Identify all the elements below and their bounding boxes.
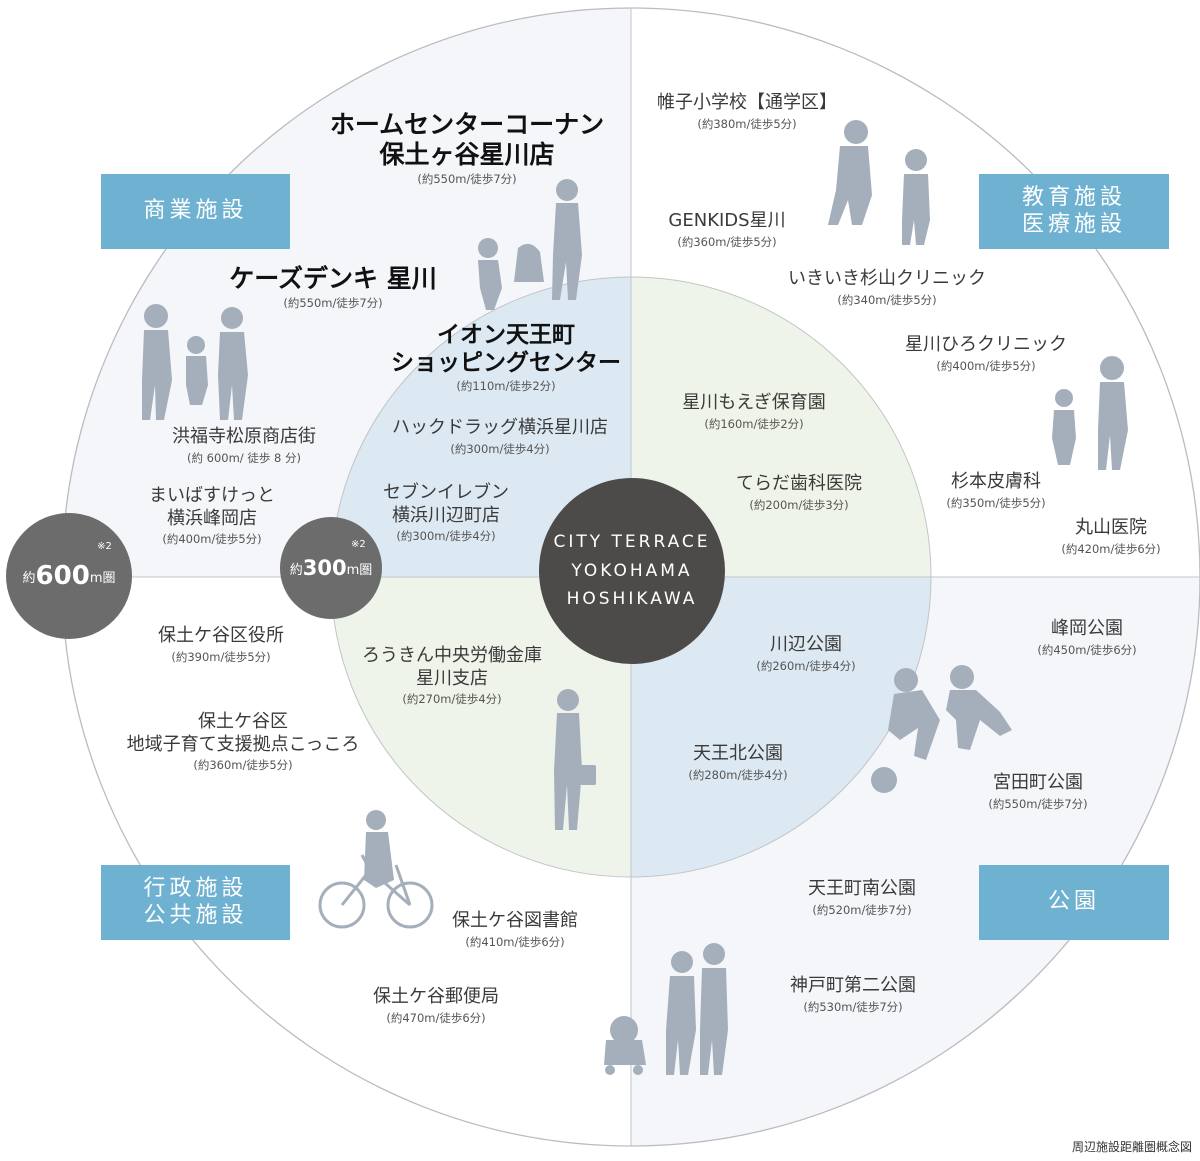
inner-zone bbox=[331, 277, 931, 877]
facility-mineoka-park: 峰岡公園 (約450m/徒歩6分) bbox=[1037, 618, 1137, 657]
diagram-caption: 周辺施設距離圏概念図 bbox=[1071, 1140, 1192, 1154]
bicycle-rider-icon bbox=[318, 854, 434, 929]
category-commercial: 商業施設 bbox=[101, 174, 290, 249]
facility-kofukuji: 洪福寺松原商店街 (約 600m/ 徒歩 8 分) bbox=[172, 426, 316, 465]
facility-miyata-park: 宮田町公園 (約550m/徒歩7分) bbox=[988, 772, 1088, 811]
facility-moegi-nursery: 星川もえぎ保育園 (約160m/徒歩2分) bbox=[682, 392, 826, 431]
facility-kokokoro: 保土ケ谷区 地域子育て支援拠点こっころ (約360m/徒歩5分) bbox=[126, 711, 360, 772]
soccer-kids-silhouette-icon bbox=[871, 665, 1012, 793]
property-center-circle: CITY TERRACE YOKOHAMA HOSHIKAWA bbox=[539, 478, 725, 664]
facility-konan: ホームセンターコーナン 保土ヶ谷星川店 (約550m/徒歩7分) bbox=[329, 110, 605, 186]
family-silhouette-icon bbox=[142, 304, 248, 420]
facility-tenno-kita-park: 天王北公園 (約280m/徒歩4分) bbox=[688, 743, 788, 782]
facility-aeon: イオン天王町 ショッピングセンター (約110m/徒歩2分) bbox=[391, 322, 621, 394]
shoppers-silhouette-icon bbox=[478, 179, 582, 310]
facility-katabira-school: 帷子小学校【通学区】 (約380m/徒歩5分) bbox=[657, 92, 837, 131]
students-silhouette-icon bbox=[828, 120, 930, 245]
facility-library: 保土ケ谷図書館 (約410m/徒歩6分) bbox=[452, 910, 578, 949]
facility-post-office: 保土ケ谷郵便局 (約470m/徒歩6分) bbox=[373, 986, 499, 1025]
facility-kawabe-park: 川辺公園 (約260m/徒歩4分) bbox=[756, 634, 856, 673]
couple-stroller-silhouette-icon bbox=[604, 943, 728, 1075]
facility-seven-eleven: セブンイレブン 横浜川辺町店 (約300m/徒歩4分) bbox=[383, 482, 509, 543]
category-parks: 公園 bbox=[979, 865, 1169, 940]
facility-sugiyama-clinic: いきいき杉山クリニック (約340m/徒歩5分) bbox=[788, 268, 986, 307]
category-education-medical: 教育施設 医療施設 bbox=[979, 174, 1169, 249]
facility-ksdenki: ケーズデンキ 星川 (約550m/徒歩7分) bbox=[229, 264, 437, 310]
facility-tenno-minami-park: 天王町南公園 (約520m/徒歩7分) bbox=[808, 878, 916, 917]
facility-maibasket: まいばすけっと 横浜峰岡店 (約400m/徒歩5分) bbox=[149, 485, 275, 546]
facility-maruyama-clinic: 丸山医院 (約420m/徒歩6分) bbox=[1061, 517, 1161, 556]
facility-godo-daini-park: 神戸町第二公園 (約530m/徒歩7分) bbox=[790, 975, 916, 1014]
man-shopping-silhouette-icon bbox=[554, 689, 596, 830]
facility-ward-office: 保土ケ谷区役所 (約390m/徒歩5分) bbox=[158, 625, 284, 664]
category-admin-public: 行政施設 公共施設 bbox=[101, 865, 290, 940]
facility-sugimoto-derm: 杉本皮膚科 (約350m/徒歩5分) bbox=[946, 471, 1046, 510]
mother-child-silhouette-icon bbox=[1052, 356, 1128, 470]
facility-genkids: GENKIDS星川 (約360m/徒歩5分) bbox=[668, 210, 786, 249]
facility-hiro-clinic: 星川ひろクリニック (約400m/徒歩5分) bbox=[905, 334, 1067, 373]
facility-hack-drug: ハックドラッグ横浜星川店 (約300m/徒歩4分) bbox=[392, 417, 608, 456]
facility-rokin: ろうきん中央労働金庫 星川支店 (約270m/徒歩4分) bbox=[362, 645, 542, 706]
cyclist-silhouette-icon bbox=[364, 810, 394, 888]
facility-terada-dental: てらだ歯科医院 (約200m/徒歩3分) bbox=[736, 473, 862, 512]
